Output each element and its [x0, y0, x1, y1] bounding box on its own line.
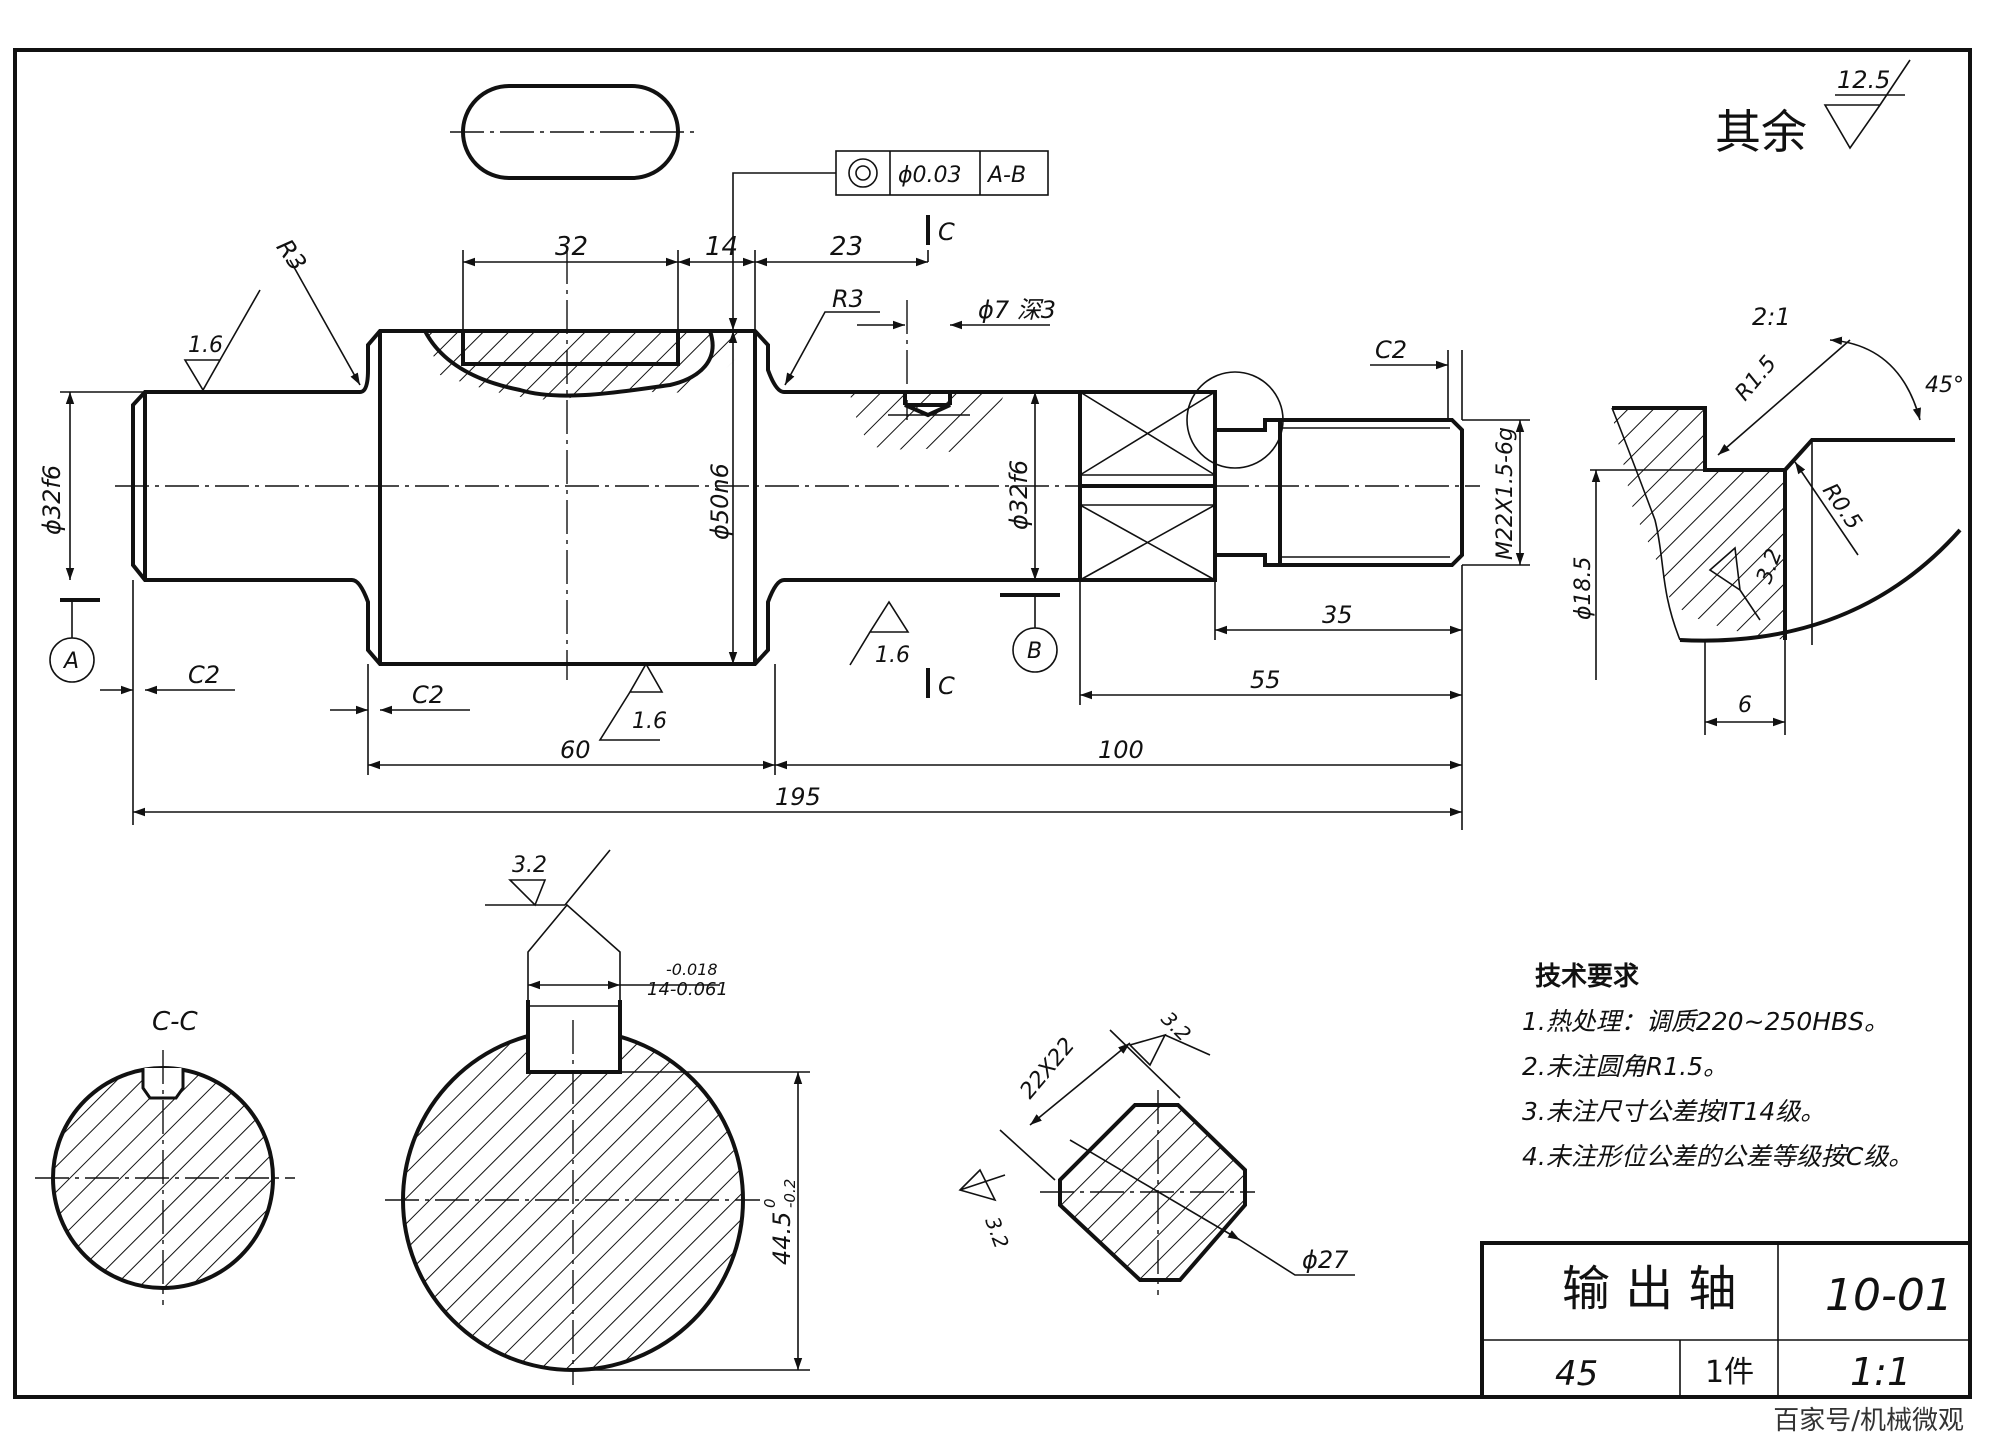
- detail-r1-5: R1.5: [1730, 351, 1781, 406]
- keyway-width-lower: 14-0.061: [647, 979, 728, 1000]
- watermark: 百家号/机械微观: [1773, 1406, 1964, 1436]
- shaft-main-view: [115, 250, 1480, 680]
- dim-hole: ϕ7 深3: [978, 296, 1056, 324]
- material: 45: [1555, 1354, 1598, 1394]
- surface-default-roughness: 12.5: [1837, 66, 1890, 94]
- tolerance-datum: A-B: [986, 163, 1026, 188]
- tech-req-item-2: 2.未注圆角R1.5。: [1522, 1052, 1728, 1081]
- section-mark-c-bottom: C: [938, 672, 955, 700]
- dim-23: 23: [830, 232, 863, 262]
- detail-phi18-5: ϕ18.5: [1571, 557, 1596, 621]
- square-roughness-b: 3.2: [980, 1214, 1013, 1252]
- drawing-number: 10-01: [1825, 1270, 1953, 1321]
- dim-r3-left: R3: [271, 234, 312, 276]
- part-name: 输 出 轴: [1562, 1261, 1737, 1317]
- section-c-c: C-C: [35, 1007, 295, 1305]
- keyway-depth-lower-tol: -0.2: [781, 1179, 799, 1208]
- title-block: 输 出 轴 10-01 45 1件 1:1: [1480, 1241, 1972, 1399]
- datum-a: A: [62, 649, 79, 674]
- drawing-frame: [13, 48, 1972, 1399]
- section-mark-c-top: C: [938, 218, 955, 246]
- dim-100: 100: [1098, 736, 1144, 764]
- keyway-depth-upper-tol: 0: [761, 1198, 779, 1208]
- quantity: 1件: [1705, 1355, 1754, 1390]
- dim-phi50: ϕ50n6: [706, 463, 734, 540]
- roughness-1-6-right: 1.6: [875, 643, 910, 668]
- datum-b: B: [1027, 639, 1042, 664]
- detail-view: 2:1 ϕ18.5 R1.5 45° R0.5 3.2 6: [1571, 303, 1964, 735]
- default-surface-finish: 其余 12.5: [1715, 59, 1911, 159]
- dim-195: 195: [775, 783, 821, 811]
- keyway-width-upper-tol: -0.018: [666, 960, 718, 979]
- tech-req-title: 技术要求: [1535, 962, 1639, 992]
- detail-45deg: 45°: [1925, 373, 1964, 398]
- dim-c2-thread: C2: [1375, 336, 1407, 364]
- dim-55: 55: [1250, 666, 1281, 694]
- section-c-c-label: C-C: [152, 1007, 199, 1037]
- roughness-1-6-left: 1.6: [188, 333, 223, 358]
- keyway-roughness: 3.2: [512, 853, 547, 878]
- dim-32: 32: [555, 232, 588, 262]
- tech-req-item-3: 3.未注尺寸公差按IT14级。: [1522, 1097, 1825, 1126]
- tech-requirements: 技术要求 1.热处理：调质220~250HBS。 2.未注圆角R1.5。 3.未…: [1522, 962, 1913, 1171]
- tech-req-item-4: 4.未注形位公差的公差等级按C级。: [1522, 1142, 1913, 1171]
- dim-phi32-right: ϕ32f6: [1005, 460, 1033, 530]
- dim-60: 60: [560, 736, 591, 764]
- roughness-1-6-mid: 1.6: [632, 709, 667, 734]
- keyway-section: 3.2 -0.018 14-0.061 44.5 0 -0.2: [385, 849, 810, 1385]
- detail-dim-6: 6: [1738, 693, 1752, 718]
- keyway-depth: 44.5: [768, 1212, 796, 1265]
- dim-14: 14: [705, 232, 738, 262]
- dim-r3-right: R3: [832, 285, 864, 313]
- dim-c2-left: C2: [188, 661, 220, 689]
- tolerance-frame: ϕ0.03 A-B: [728, 150, 1049, 330]
- square-dia: ϕ27: [1302, 1246, 1349, 1274]
- surface-default-label: 其余: [1715, 105, 1807, 159]
- dim-c2-mid: C2: [412, 681, 444, 709]
- dim-phi32-left: ϕ32f6: [38, 465, 66, 535]
- keyway-top-view: [450, 84, 695, 180]
- dim-35: 35: [1322, 601, 1353, 629]
- title-scale: 1:1: [1850, 1350, 1911, 1394]
- square-size: 22X22: [1015, 1033, 1080, 1104]
- tolerance-value: ϕ0.03: [898, 163, 962, 188]
- tech-req-item-1: 1.热处理：调质220~250HBS。: [1522, 1007, 1889, 1036]
- main-dimensions: 32 14 23 C C R3 R3 ϕ7 深3 ϕ32f6 ϕ50n6 ϕ32…: [38, 215, 1530, 830]
- detail-scale: 2:1: [1752, 303, 1791, 331]
- square-section: 22X22 3.2 3.2 ϕ27: [958, 1007, 1355, 1295]
- dim-thread: M22X1.5-6g: [1493, 427, 1518, 560]
